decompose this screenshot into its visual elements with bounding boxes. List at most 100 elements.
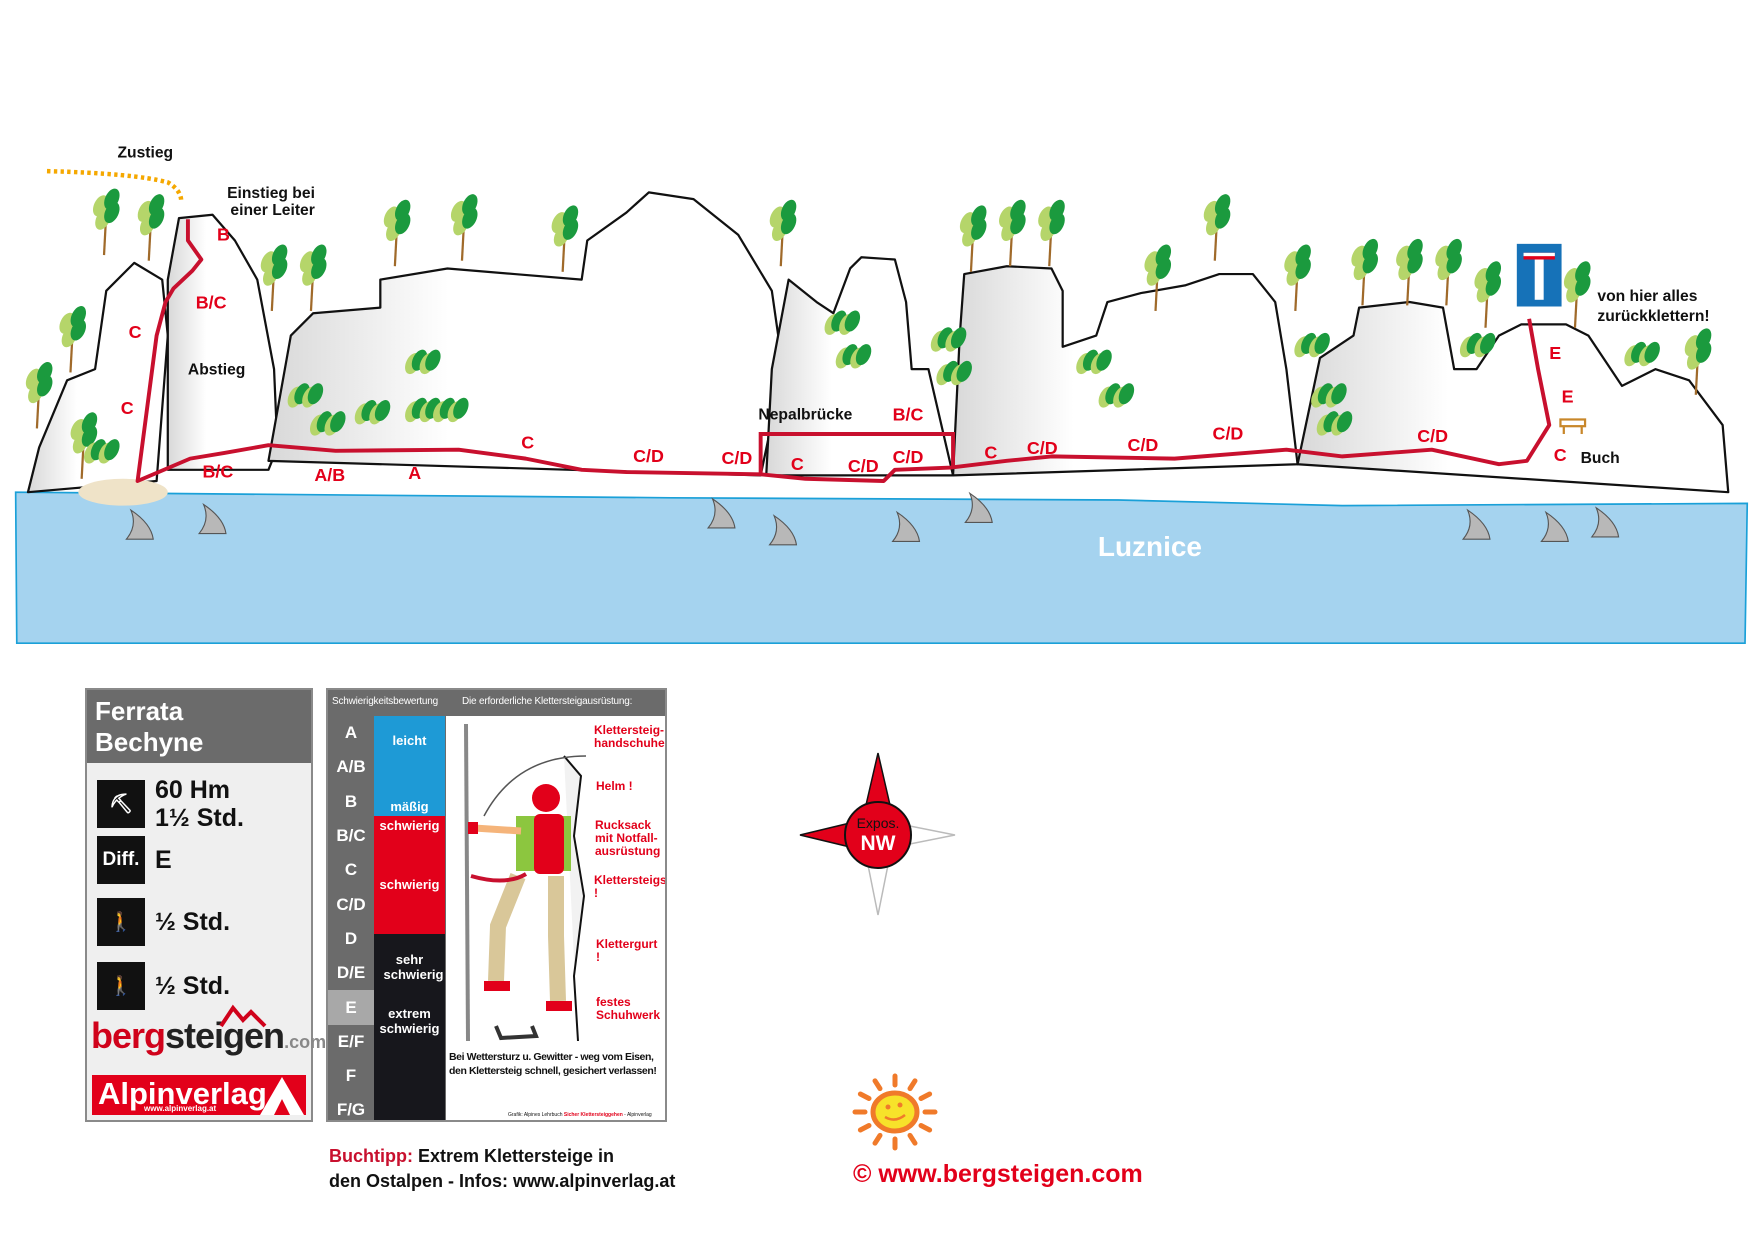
river <box>14 491 1749 645</box>
tree-icon <box>1203 194 1231 261</box>
water-rock-fin <box>125 508 154 540</box>
bush-icon <box>405 349 441 375</box>
water-rock-fin <box>768 514 798 546</box>
grade-cell: E/F <box>337 1031 365 1051</box>
label-nepalbruecke: Nepalbrücke <box>758 406 852 423</box>
title-line-1: Ferrata <box>95 696 184 726</box>
climber-figure <box>464 723 587 1042</box>
tree-icon <box>260 244 288 312</box>
bush-icon <box>1098 383 1135 408</box>
grade-cell: C/D <box>336 894 366 914</box>
difficulty-value: E <box>155 846 172 874</box>
route-grade-label: B/C <box>893 405 924 425</box>
tree-icon <box>1563 261 1591 328</box>
equipment-backpack: Rucksack mit Notfall-ausrüstung <box>595 818 661 858</box>
route-grade-label: B/C <box>196 293 227 313</box>
tree-icon <box>1351 238 1378 306</box>
difficulty-scale-panel: Schwierigkeitsbewertung Die erforderlich… <box>326 688 667 1122</box>
route-grade-label: E <box>1549 343 1561 363</box>
water-rock-fin <box>1540 510 1569 542</box>
tree-icon <box>1038 199 1065 267</box>
tree-icon <box>1284 244 1311 312</box>
label-einstieg-2: einer Leiter <box>230 202 314 219</box>
tree-icon <box>25 361 53 429</box>
route-grade-label: C/D <box>1213 424 1244 444</box>
descent-time: ½ Std. <box>155 972 231 1000</box>
grade-cell: B/C <box>336 826 366 846</box>
route-grade-label: C/D <box>721 448 752 468</box>
compass-exposure: Expos. NW <box>799 752 956 916</box>
tree-icon <box>1396 238 1423 306</box>
route-grade-label: C <box>521 433 534 453</box>
label-buch: Buch <box>1581 450 1620 467</box>
band-easy: leicht mäßig <box>374 716 445 816</box>
descent-hiker-icon: 🚶 <box>97 962 145 1010</box>
trees <box>25 188 1712 479</box>
bush-icon <box>1624 341 1660 367</box>
route-grade-label: A <box>408 463 421 483</box>
route-grade-label: C/D <box>1027 438 1058 458</box>
copyright-link[interactable]: © www.bergsteigen.com <box>853 1160 1143 1188</box>
bush-icon <box>835 344 872 369</box>
alpinverlag-logo: Alpinverlag www.alpinverlag.at <box>92 1075 306 1115</box>
equipment-via-ferrata-set: Klettersteigset ! <box>594 873 665 900</box>
water-rocks <box>125 491 1620 546</box>
route-grade-label: B <box>217 224 230 244</box>
bush-icon <box>1459 332 1496 358</box>
bush-icon <box>1294 332 1330 358</box>
bush-icon <box>405 397 441 423</box>
label-einstieg-1: Einstieg bei <box>227 185 315 202</box>
band-very-hard: sehr schwierig extrem schwierig <box>374 934 445 1120</box>
equipment-harness: Klettergurt ! <box>596 937 658 964</box>
route-grade-label: C <box>121 398 134 418</box>
weather-warning: Bei Wettersturz u. Gewitter - weg vom Ei… <box>449 1051 657 1077</box>
sand-bank <box>78 478 168 506</box>
route-grade-label: C/D <box>893 447 924 467</box>
grade-cell: A/B <box>336 757 366 777</box>
tree-icon <box>92 188 120 256</box>
tree-icon <box>59 306 87 373</box>
tree-icon <box>1684 328 1712 395</box>
bush-icon <box>1076 349 1112 375</box>
graphic-credit: Grafik: Alpines Lehrbuch Sicher Kletters… <box>508 1112 652 1118</box>
title-line-2: Bechyne <box>95 727 204 757</box>
bush-icon <box>433 397 469 423</box>
tree-icon <box>137 194 165 261</box>
grade-cell: E <box>328 990 374 1025</box>
book-tip: Buchtipp: Extrem Klettersteige in den Os… <box>329 1146 676 1191</box>
tree-icon <box>299 244 327 312</box>
tree-icon <box>551 205 579 272</box>
grade-cell: A <box>344 723 358 743</box>
ascent-height: 60 Hm <box>155 776 231 804</box>
nepal-bridge-route <box>758 432 956 475</box>
sun-logo-icon <box>852 1073 938 1151</box>
route-grade-label: C/D <box>633 446 664 466</box>
route-grade-label: C <box>129 322 142 342</box>
route-grade-label: C <box>984 443 997 463</box>
route-grade-label: E <box>1562 387 1574 407</box>
grade-cell: C <box>344 860 358 880</box>
bush-icon <box>354 399 391 425</box>
grade-cell: F <box>345 1066 357 1086</box>
equipment-helmet: Helm ! <box>596 779 633 793</box>
dead-end-sign <box>1516 243 1562 307</box>
topo-diagram: Zustieg Einstieg bei einer Leiter Abstie… <box>14 145 1749 645</box>
bush-icon <box>824 310 861 335</box>
grade-cell: D <box>344 928 358 948</box>
grade-cell: F/G <box>336 1100 366 1120</box>
exposure-label: Expos. <box>857 815 900 831</box>
equipment-boots: festes Schuhwerk <box>596 995 661 1022</box>
grade-cell: D/E <box>336 963 366 983</box>
scale-header: Schwierigkeitsbewertung <box>332 696 439 707</box>
equipment-illustration: Klettersteig-handschuhe Helm ! Rucksack … <box>446 716 665 1120</box>
bergsteigen-logo: bergsteigen.com <box>91 1015 327 1056</box>
label-abstieg: Abstieg <box>188 362 245 379</box>
label-river: Luznice <box>1098 531 1202 562</box>
band-hard: schwierig schwierig <box>374 816 445 934</box>
bush-icon <box>936 360 972 386</box>
label-von-hier-1: von hier alles <box>1597 288 1697 305</box>
route-grade-label: C/D <box>1417 426 1448 446</box>
grade-cell: B <box>344 791 358 811</box>
water-rock-fin <box>1461 508 1491 540</box>
